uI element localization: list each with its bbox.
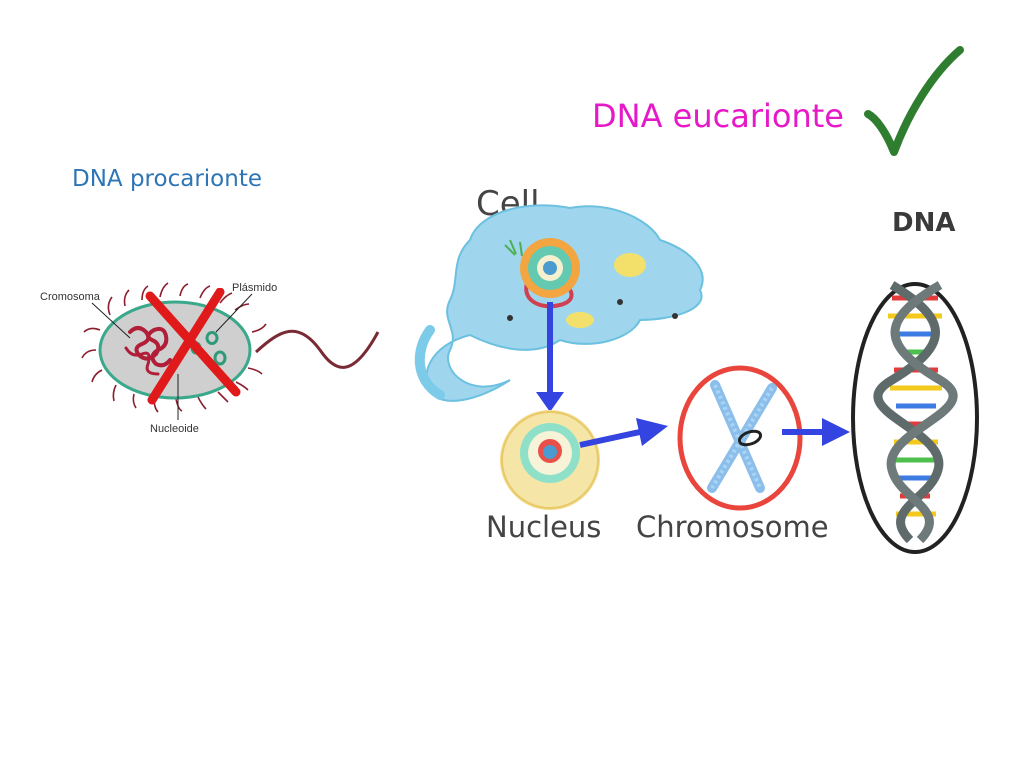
chromosome-illustration	[677, 365, 803, 511]
chromosome-label: Cromosoma	[40, 291, 100, 303]
dna-label: DNA	[892, 208, 956, 238]
pili	[81, 282, 267, 413]
dna-helix-illustration	[851, 281, 979, 554]
flagellum	[254, 329, 380, 369]
nucleus-label: Nucleus	[486, 510, 602, 544]
prokaryote-diagram: Cromosoma Plásmido Nucleoide	[30, 270, 390, 440]
plasmid-label: Plásmido	[232, 282, 278, 294]
check-mark-icon	[864, 46, 964, 156]
nucleus-illustration	[500, 410, 600, 510]
chromosome-tangle	[128, 326, 172, 368]
nucleoid-label: Nucleoide	[150, 423, 199, 435]
chromosome-pathway-label: Chromosome	[636, 510, 829, 544]
plasmid	[205, 331, 219, 345]
plasmid	[213, 350, 227, 366]
cross-mark-icon	[145, 288, 241, 405]
eukaryote-illustration	[414, 204, 979, 554]
bacterium-illustration	[81, 282, 380, 420]
prokaryote-title: DNA procarionte	[72, 166, 262, 192]
eukaryote-diagram: Cell	[410, 170, 990, 570]
eukaryote-title: DNA eucarionte	[592, 97, 844, 135]
